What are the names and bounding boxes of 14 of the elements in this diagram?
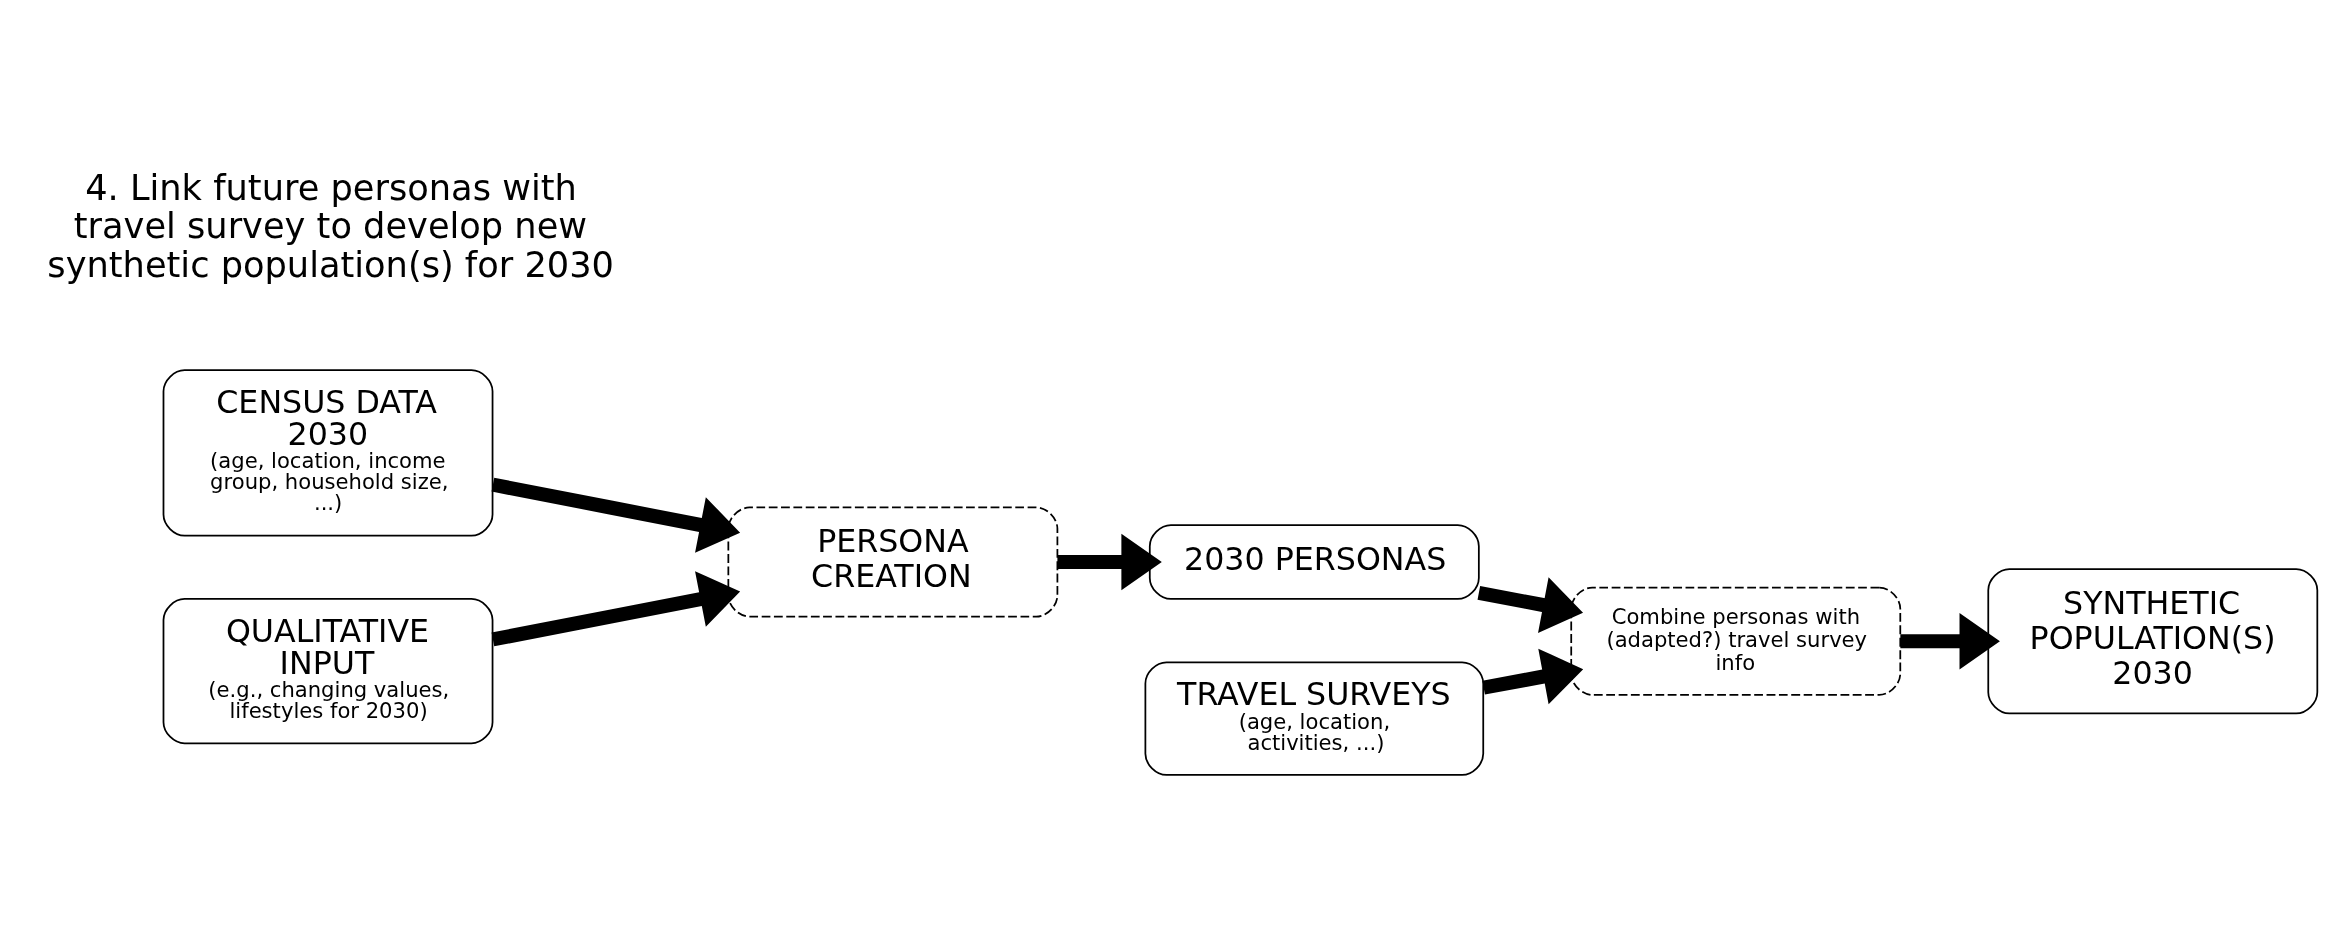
node-box: TRAVEL SURVEYS (age, location, activities, ...)	[1144, 661, 1485, 776]
arrow	[1482, 648, 1584, 705]
arrow	[1477, 577, 1584, 633]
node-box: Combine personas with (adapted?) travel survey info	[1570, 586, 1902, 696]
arrow	[1900, 612, 2000, 670]
node-box: 2030 PERSONAS	[1148, 524, 1480, 600]
arrow	[491, 571, 741, 647]
label: 4. Link future personas with travel survey to develop new synthetic population(s) for 2030	[47, 166, 615, 285]
node-box: PERSONA CREATION	[727, 506, 1059, 618]
arrow	[491, 477, 741, 553]
arrow	[1057, 533, 1162, 591]
node-box: QUALITATIVE INPUT (e.g., changing values, lifestyles for 2030)	[162, 598, 494, 745]
node-box: SYNTHETIC POPULATION(S) 2030	[1987, 568, 2319, 715]
node-box: CENSUS DATA 2030 (age, location, income group, household size, ...)	[162, 369, 494, 537]
